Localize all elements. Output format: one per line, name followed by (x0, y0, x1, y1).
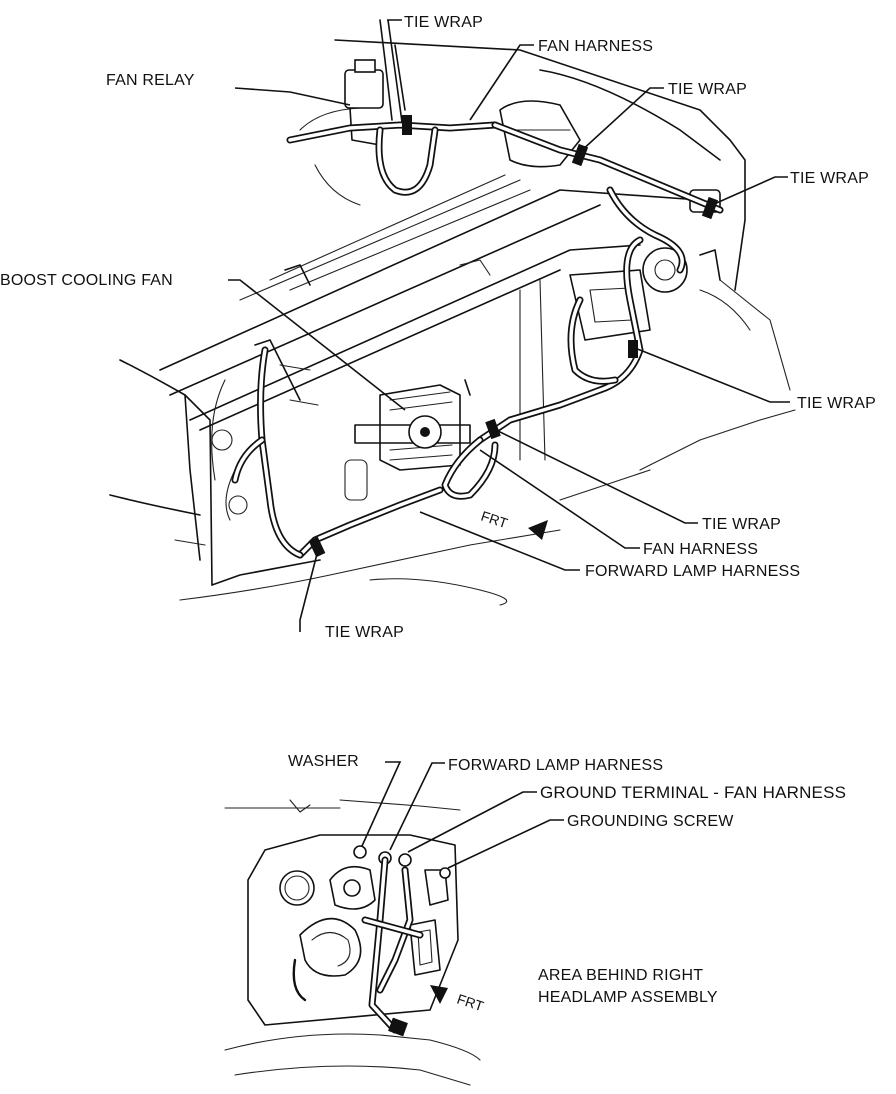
headlamp-detail-drawing (224, 799, 481, 1086)
label-fan-harness-bottom: FAN HARNESS (643, 541, 758, 558)
top-labels: TIE WRAP FAN HARNESS FAN RELAY TIE WRAP … (0, 14, 876, 641)
label-tie-wrap-1: TIE WRAP (404, 14, 483, 31)
detail-leader-lines (361, 761, 564, 869)
label-fan-harness-top: FAN HARNESS (538, 38, 653, 55)
label-forward-lamp-harness-detail: FORWARD LAMP HARNESS (448, 757, 663, 774)
label-fan-relay: FAN RELAY (106, 72, 195, 89)
label-tie-wrap-3: TIE WRAP (790, 170, 869, 187)
label-grounding-screw: GROUNDING SCREW (567, 813, 734, 830)
boost-cooling-fan-drawing (354, 379, 471, 471)
tie-wrap-marks (308, 115, 719, 558)
label-forward-lamp-harness: FORWARD LAMP HARNESS (585, 563, 800, 580)
label-tie-wrap-6: TIE WRAP (325, 624, 404, 641)
label-area-line2: HEADLAMP ASSEMBLY (538, 989, 718, 1006)
label-area-line1: AREA BEHIND RIGHT (538, 967, 703, 984)
detail-labels: WASHER FORWARD LAMP HARNESS GROUND TERMI… (288, 753, 846, 1014)
frt-arrow-icon (528, 520, 548, 540)
frt-arrow-detail-icon (430, 985, 448, 1004)
label-tie-wrap-5: TIE WRAP (702, 516, 781, 533)
engine-compartment-drawing (109, 19, 796, 606)
top-leader-lines (228, 19, 790, 632)
label-tie-wrap-4: TIE WRAP (797, 395, 876, 412)
label-washer: WASHER (288, 753, 359, 770)
label-frt-detail: FRT (455, 991, 486, 1015)
label-ground-terminal: GROUND TERMINAL - FAN HARNESS (540, 783, 846, 802)
label-tie-wrap-2: TIE WRAP (668, 81, 747, 98)
label-frt-top: FRT (479, 508, 510, 532)
label-boost-cooling-fan: BOOST COOLING FAN (0, 272, 173, 289)
